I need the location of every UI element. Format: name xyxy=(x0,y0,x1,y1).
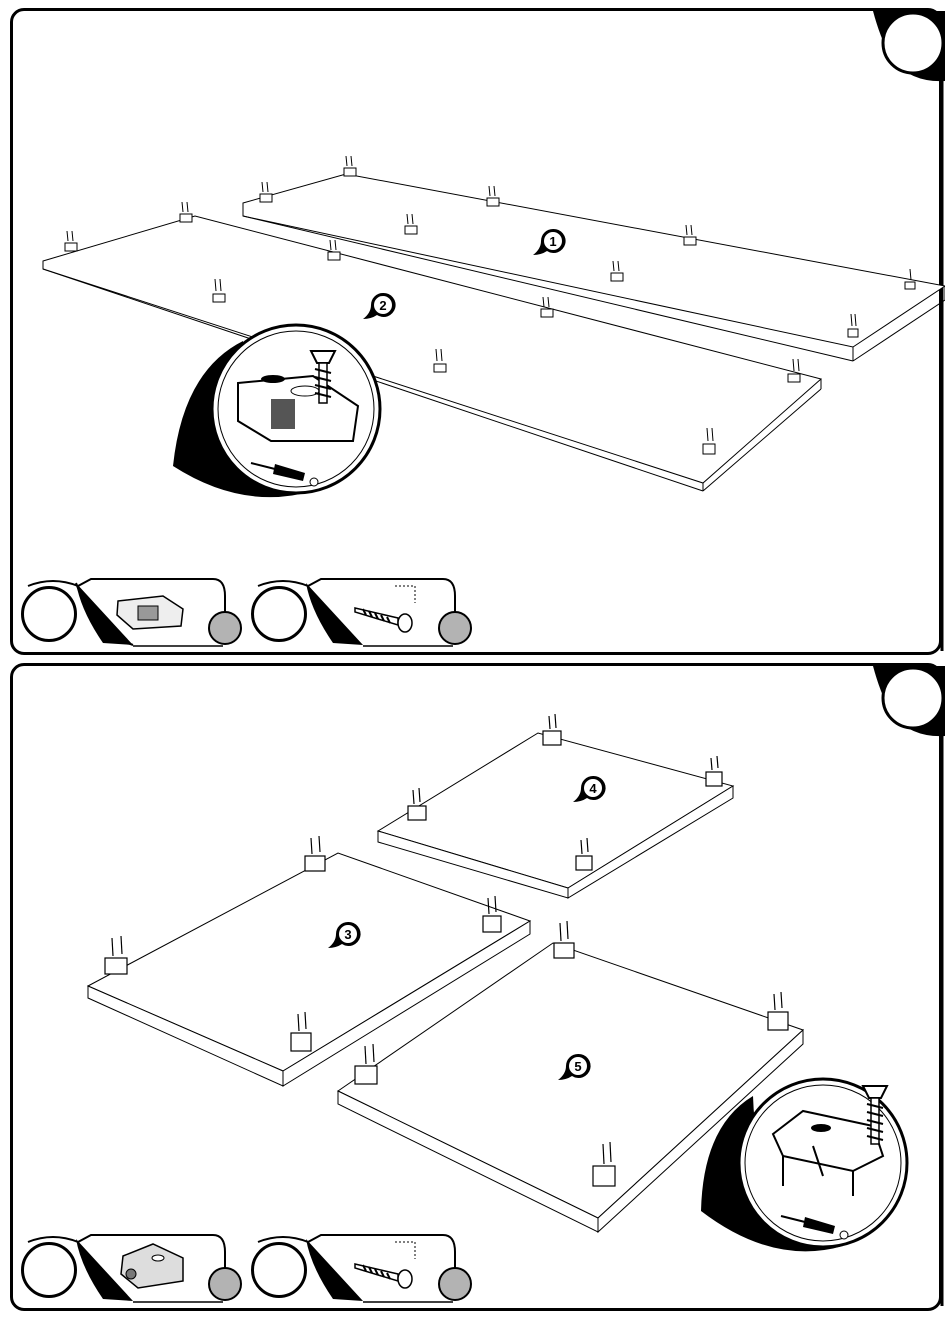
cam-block-screw-detail-icon xyxy=(173,325,380,497)
step-panel-2: 4 3 5 xyxy=(10,663,942,1311)
step-number-circle-1 xyxy=(883,13,943,73)
fitting-id-circle-corner-bracket xyxy=(21,1242,77,1298)
fitting-id-circle-screw-2 xyxy=(251,1242,307,1298)
board-label-4: 4 xyxy=(589,781,597,796)
step-panel-1: 1 2 xyxy=(10,8,942,655)
cam-block-icon xyxy=(117,596,183,629)
fitting-qty-screw-2 xyxy=(438,1267,472,1301)
board-label-3: 3 xyxy=(344,927,351,942)
corner-bracket-icon xyxy=(121,1244,183,1288)
step-number-circle-2 xyxy=(883,668,943,728)
fitting-qty-screw xyxy=(438,611,472,645)
step-1-illustration: 1 2 xyxy=(13,11,945,658)
screw-icon xyxy=(355,1242,415,1288)
board-label-2: 2 xyxy=(379,298,386,313)
step-2-illustration: 4 3 5 xyxy=(13,666,945,1314)
fitting-id-circle-cam-block xyxy=(21,586,77,642)
screw-icon xyxy=(355,586,415,632)
fitting-qty-cam-block xyxy=(208,611,242,645)
board-label-5: 5 xyxy=(574,1059,581,1074)
fitting-qty-corner-bracket xyxy=(208,1267,242,1301)
board-label-1: 1 xyxy=(549,234,556,249)
fitting-id-circle-screw xyxy=(251,586,307,642)
board-4 xyxy=(378,733,733,898)
